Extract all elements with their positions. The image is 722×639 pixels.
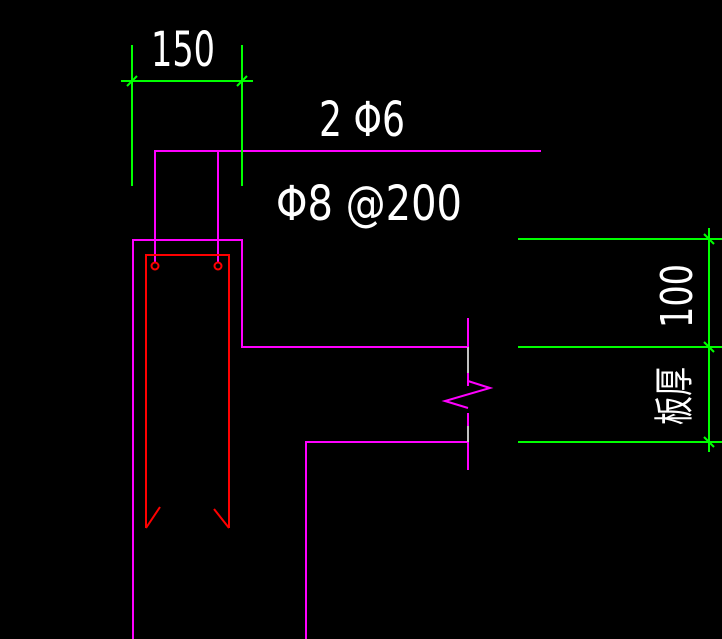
stirrup-hook-left	[145, 506, 161, 529]
beam-outline	[132, 239, 468, 639]
top-bars-label: 2 Φ6	[319, 92, 405, 148]
longitudinal-bar-right	[213, 261, 223, 271]
stirrup-hook-right	[213, 508, 230, 529]
stirrup-spacing-label: Φ8 @200	[276, 176, 462, 232]
dim-150-tick-left	[126, 75, 138, 87]
rebar	[145, 254, 230, 529]
longitudinal-bar-left	[150, 261, 160, 271]
upper-height-label: 100	[652, 264, 703, 328]
dimension-lines	[121, 45, 722, 452]
dim-tick-mid	[703, 341, 715, 353]
slab-thickness-label: 板厚	[652, 367, 698, 425]
concrete-outline	[132, 150, 541, 639]
beam-width-label: 150	[151, 22, 215, 78]
dim-150-tick-right	[236, 75, 248, 87]
dim-tick-top	[703, 233, 715, 245]
stirrup	[145, 254, 230, 528]
dim-tick-bottom	[703, 436, 715, 448]
top-bar-line	[154, 150, 541, 262]
lower-outline	[305, 441, 468, 639]
break-line-zigzag	[441, 380, 494, 409]
annotations: 150 2 Φ6 Φ8 @200 100 板厚	[151, 22, 703, 425]
